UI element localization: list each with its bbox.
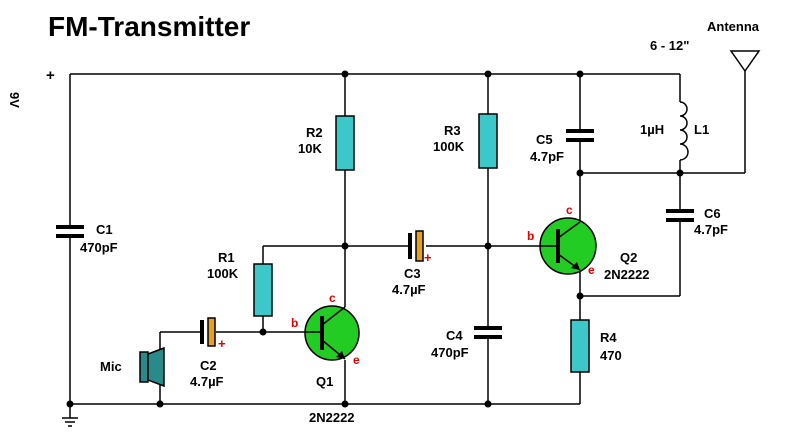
l1-value: 1µH bbox=[640, 122, 664, 137]
c2-polarity: + bbox=[218, 336, 226, 351]
q1-emitter-pin: e bbox=[353, 353, 360, 367]
wiring bbox=[62, 66, 746, 427]
r2-value: 10K bbox=[298, 141, 322, 156]
antenna: Antenna 6 - 12" bbox=[650, 19, 761, 73]
c3-polarity: + bbox=[424, 250, 432, 265]
inductor-l1: 1µH L1 bbox=[640, 101, 709, 161]
r1-value: 100K bbox=[207, 266, 239, 281]
q1-name: Q1 bbox=[316, 374, 333, 389]
q2-name: Q2 bbox=[620, 250, 637, 265]
c3-name: C3 bbox=[404, 266, 421, 281]
q1-collector-pin: c bbox=[329, 291, 336, 305]
microphone-icon bbox=[139, 351, 149, 383]
transistor-q1: b c e Q1 2N2222 bbox=[291, 291, 360, 425]
r4-name: R4 bbox=[600, 330, 617, 345]
microphone: Mic bbox=[100, 346, 165, 388]
resistor-r4: R4 470 bbox=[570, 319, 622, 373]
capacitor-c2: + C2 4.7µF bbox=[190, 317, 226, 389]
c2-value: 4.7µF bbox=[190, 374, 224, 389]
antenna-label: Antenna bbox=[707, 19, 760, 34]
c1-name: C1 bbox=[96, 222, 113, 237]
capacitor-c3: + C3 4.7µF bbox=[392, 230, 432, 297]
transistor-q2: b c e Q2 2N2222 bbox=[527, 203, 650, 282]
q2-collector-pin: c bbox=[566, 203, 573, 217]
supply-plus-label: + bbox=[46, 67, 55, 84]
c4-name: C4 bbox=[446, 328, 463, 343]
c4-value: 470pF bbox=[431, 345, 469, 360]
c5-name: C5 bbox=[536, 132, 553, 147]
c6-value: 4.7pF bbox=[694, 222, 728, 237]
q2-emitter-pin: e bbox=[588, 263, 595, 277]
q1-part: 2N2222 bbox=[309, 410, 355, 425]
antenna-length: 6 - 12" bbox=[650, 38, 689, 53]
r1-name: R1 bbox=[218, 250, 235, 265]
r3-value: 100K bbox=[433, 139, 465, 154]
c6-name: C6 bbox=[704, 206, 721, 221]
r3-name: R3 bbox=[444, 123, 461, 138]
c3-value: 4.7µF bbox=[392, 282, 426, 297]
resistor-r2: R2 10K bbox=[298, 115, 355, 171]
capacitor-c6: C6 4.7pF bbox=[666, 206, 728, 237]
l1-name: L1 bbox=[694, 122, 709, 137]
mic-name: Mic bbox=[100, 359, 122, 374]
capacitor-c4: C4 470pF bbox=[431, 326, 502, 360]
resistor-r3: R3 100K bbox=[433, 113, 498, 169]
supply-voltage-label: 9V bbox=[7, 92, 22, 108]
q1-base-pin: b bbox=[291, 316, 298, 330]
r2-name: R2 bbox=[306, 125, 323, 140]
junction-dots bbox=[66, 70, 684, 408]
capacitor-c1: C1 470pF bbox=[56, 222, 118, 255]
c5-value: 4.7pF bbox=[530, 149, 564, 164]
schematic-title: FM-Transmitter bbox=[48, 11, 250, 42]
antenna-icon bbox=[729, 50, 761, 73]
c1-value: 470pF bbox=[80, 240, 118, 255]
capacitor-c5: C5 4.7pF bbox=[530, 129, 594, 164]
resistor-r1: R1 100K bbox=[207, 250, 273, 317]
r4-value: 470 bbox=[600, 348, 622, 363]
q2-part: 2N2222 bbox=[604, 267, 650, 282]
q2-base-pin: b bbox=[527, 229, 534, 243]
c2-name: C2 bbox=[200, 358, 217, 373]
